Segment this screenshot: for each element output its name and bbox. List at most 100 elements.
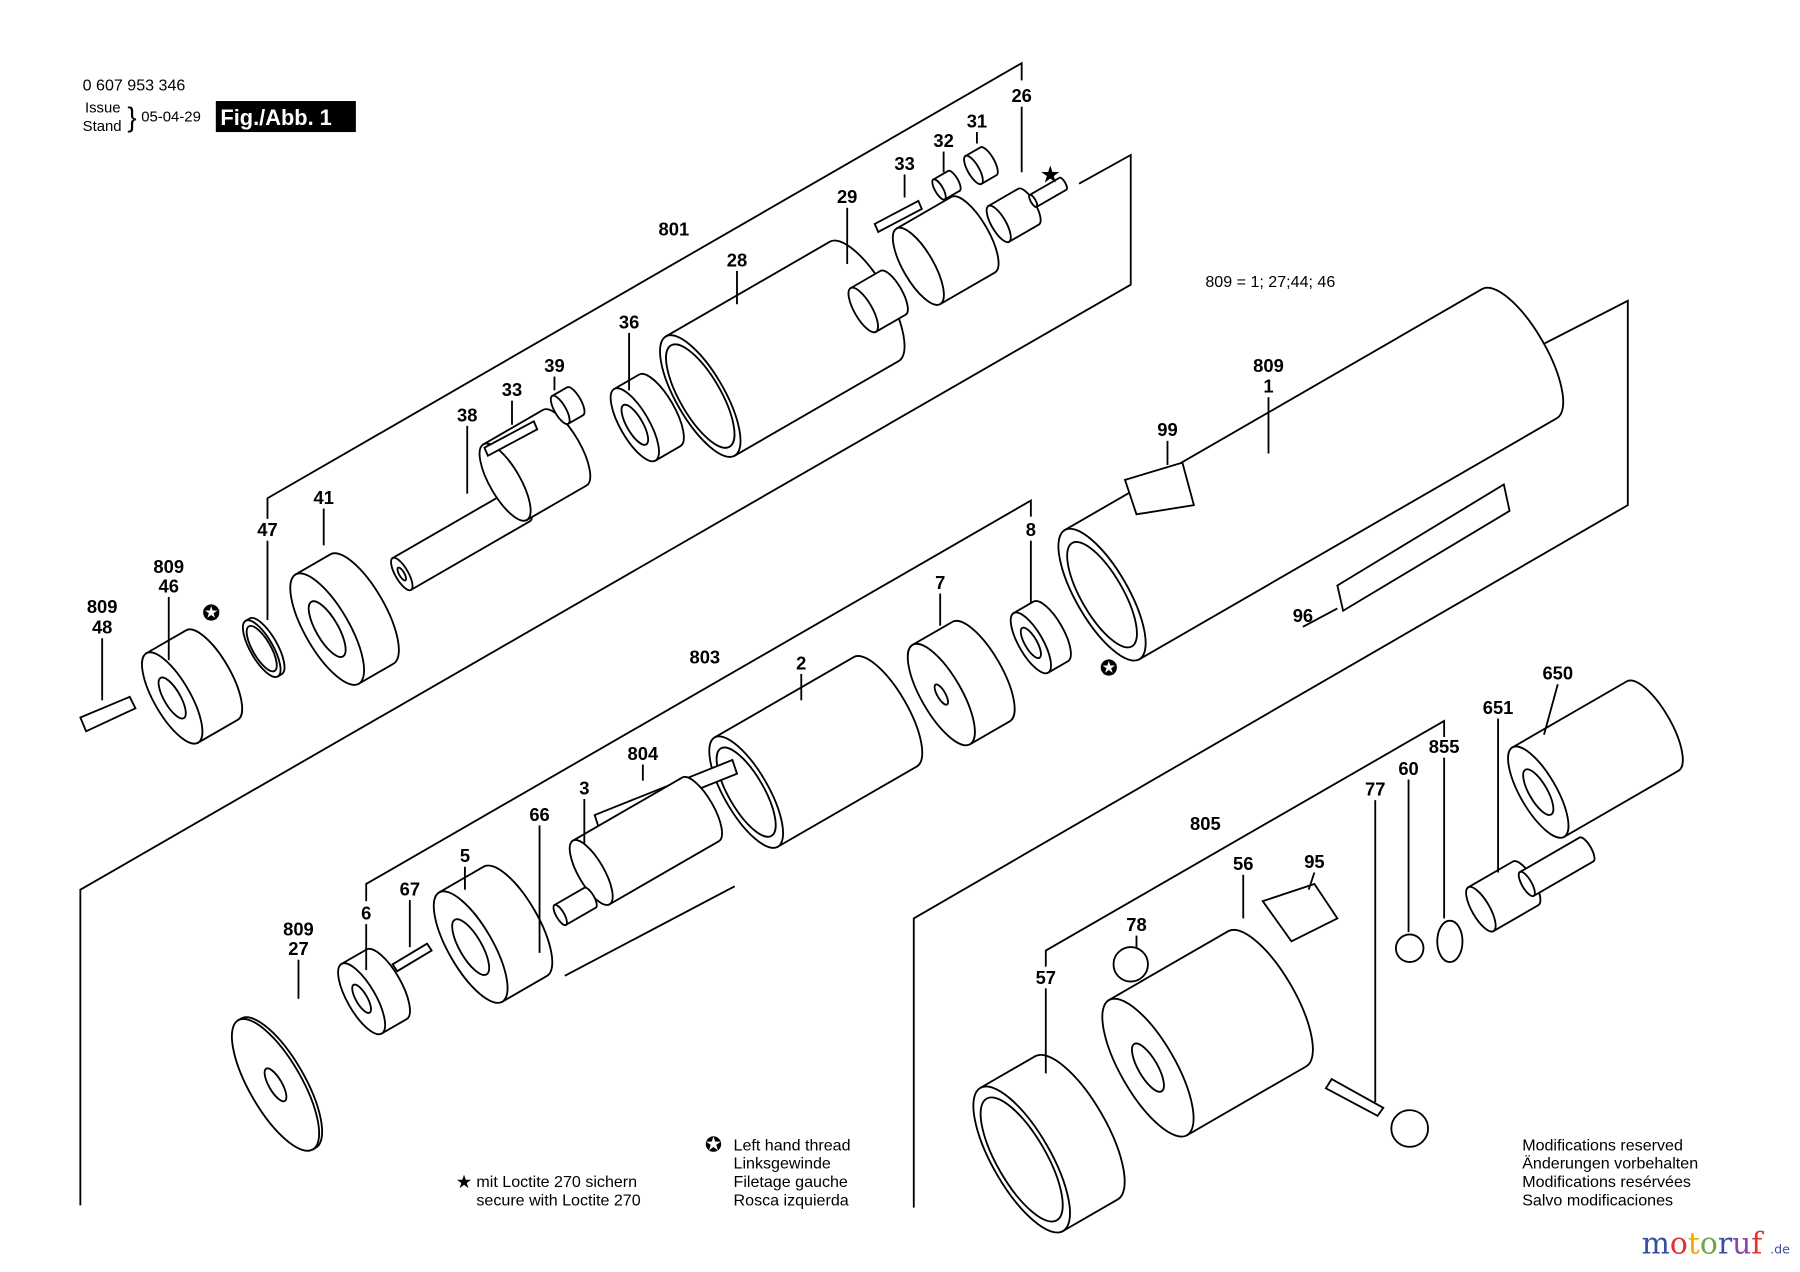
callout-1: 1 <box>1263 376 1273 397</box>
loctite-star-icon: ★ <box>1041 163 1060 186</box>
modifications-en: Modifications reserved <box>1522 1136 1683 1154</box>
callout-60: 60 <box>1398 758 1418 779</box>
shaft-38 <box>390 487 533 592</box>
motor-housing-1 <box>1057 286 1565 662</box>
barb-651 <box>1517 836 1596 898</box>
leader-line <box>1307 872 1316 890</box>
callout-803: 803 <box>690 647 721 668</box>
callout-67: 67 <box>400 878 420 899</box>
rotor-shaft-3 <box>552 886 598 927</box>
callout-47: 47 <box>257 519 277 540</box>
callout-855: 855 <box>1429 736 1460 757</box>
band-99 <box>1123 461 1196 516</box>
left-hand-thread-icon: ✪ <box>1100 657 1118 680</box>
gear-32 <box>931 169 962 201</box>
callout-66: 66 <box>529 804 549 825</box>
watermark-logo: motoruf .de <box>1642 1227 1791 1262</box>
shaft-26 <box>1028 176 1068 209</box>
end-plate-5 <box>432 864 554 1004</box>
note-809: 809 = 1; 27;44; 46 <box>1205 273 1335 291</box>
screen-60 <box>1395 933 1425 963</box>
ring-57 <box>972 1053 1126 1234</box>
legend-loctite-de: mit Loctite 270 sichern <box>476 1173 637 1191</box>
loctite-star-icon: ★ <box>456 1171 472 1192</box>
modifications-es: Salvo modificaciones <box>1522 1191 1673 1209</box>
pin-33 <box>483 420 539 458</box>
leader-line <box>1543 683 1559 735</box>
key-48 <box>79 695 137 733</box>
figure-badge <box>215 101 356 133</box>
legend-linksgewinde: Linksgewinde <box>734 1155 831 1173</box>
callout-28: 28 <box>727 249 747 270</box>
bracket-805 <box>1044 719 1446 967</box>
bracket-801 <box>266 61 1023 519</box>
callout-2: 2 <box>796 652 806 673</box>
legend-filetage-gauche: Filetage gauche <box>734 1173 848 1191</box>
callout-5: 5 <box>460 845 470 866</box>
band-95 <box>1261 882 1339 943</box>
disc-27 <box>230 1016 324 1152</box>
nut-46 <box>141 628 244 745</box>
callout-95: 95 <box>1304 851 1324 872</box>
legend-loctite-en: secure with Loctite 270 <box>476 1191 640 1209</box>
callout-801: 801 <box>659 218 690 239</box>
svg-text:motoruf: motoruf <box>1642 1227 1765 1262</box>
bracket-803 <box>365 498 1032 902</box>
callout-56: 56 <box>1233 853 1253 874</box>
callout-33a: 33 <box>894 153 914 174</box>
callout-48: 48 <box>92 617 112 638</box>
callout-57: 57 <box>1036 967 1056 988</box>
callout-3: 3 <box>579 777 589 798</box>
callout-41: 41 <box>314 487 334 508</box>
callout-32: 32 <box>933 130 953 151</box>
callout-804: 804 <box>628 743 659 764</box>
head-56 <box>1101 928 1314 1138</box>
bearing-8 <box>1009 600 1072 675</box>
bearing-6 <box>337 948 411 1036</box>
plug-77 <box>1390 1109 1429 1148</box>
leader-line <box>1302 607 1338 628</box>
gear-29 <box>847 269 909 334</box>
pin-66 <box>564 885 736 977</box>
callout-96: 96 <box>1293 605 1313 626</box>
callout-78: 78 <box>1126 914 1146 935</box>
callout-805: 805 <box>1190 813 1221 834</box>
gear-31 <box>963 146 999 186</box>
callout-26: 26 <box>1011 85 1031 106</box>
pin-33-top <box>873 199 923 234</box>
callout-651: 651 <box>1483 697 1514 718</box>
callout-29: 29 <box>837 186 857 207</box>
legend-left-hand-thread: Left hand thread <box>734 1136 851 1154</box>
bearing-36 <box>609 373 685 463</box>
issue-date: 05-04-29 <box>141 109 201 126</box>
left-hand-thread-icon: ✪ <box>203 602 221 625</box>
ball-78 <box>1112 946 1149 983</box>
frame-lines <box>79 61 1629 1208</box>
callout-46: 46 <box>159 575 179 596</box>
callout-650: 650 <box>1542 663 1573 684</box>
legend-rosca-izquierda: Rosca izquierda <box>734 1191 849 1209</box>
callout-99: 99 <box>1157 419 1177 440</box>
rotor-3 <box>568 776 723 906</box>
pin-77 <box>1324 1077 1385 1118</box>
pin-67 <box>391 942 433 973</box>
issue-label: Issue <box>85 100 121 117</box>
o-ring-855 <box>1436 919 1464 963</box>
svg-text:.de: .de <box>1770 1242 1790 1257</box>
callout-31: 31 <box>967 110 987 131</box>
callout-6: 6 <box>361 903 371 924</box>
part-number: 0 607 953 346 <box>83 77 186 95</box>
gear-39 <box>549 386 586 426</box>
callout-8: 8 <box>1026 519 1036 540</box>
strip-96 <box>1336 483 1511 613</box>
left-hand-thread-icon: ✪ <box>705 1133 722 1156</box>
callout-38: 38 <box>457 404 477 425</box>
callout-33b: 33 <box>502 379 522 400</box>
callout-809b: 809 <box>87 596 118 617</box>
figure-label: Fig./Abb. 1 <box>220 105 331 130</box>
callout-7: 7 <box>935 572 945 593</box>
callout-39: 39 <box>544 355 564 376</box>
callout-809d: 809 <box>283 919 314 940</box>
